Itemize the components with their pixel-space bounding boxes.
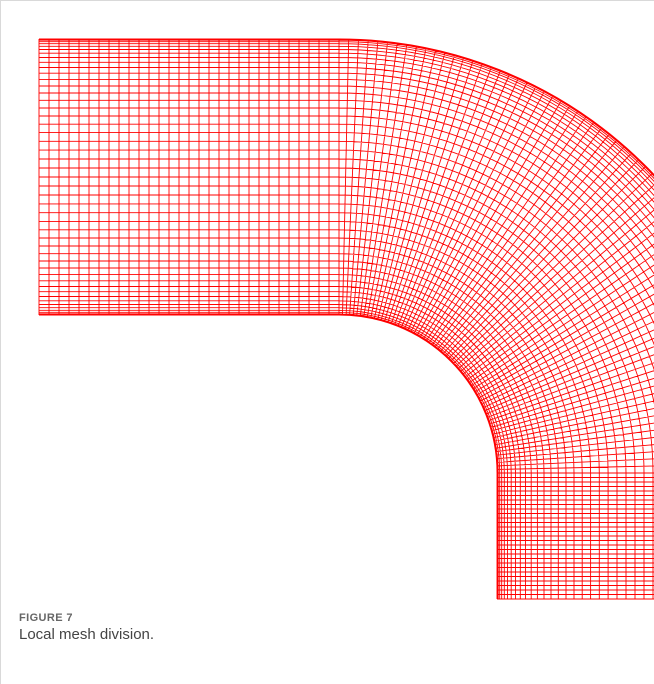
mesh-diagram [38, 38, 654, 600]
mesh-grid [38, 38, 654, 600]
figure-caption: FIGURE 7 Local mesh division. [19, 611, 154, 644]
figure-caption-text: Local mesh division. [19, 626, 155, 643]
mesh-lines [38, 38, 654, 600]
figure-label: FIGURE 7 [19, 612, 73, 624]
